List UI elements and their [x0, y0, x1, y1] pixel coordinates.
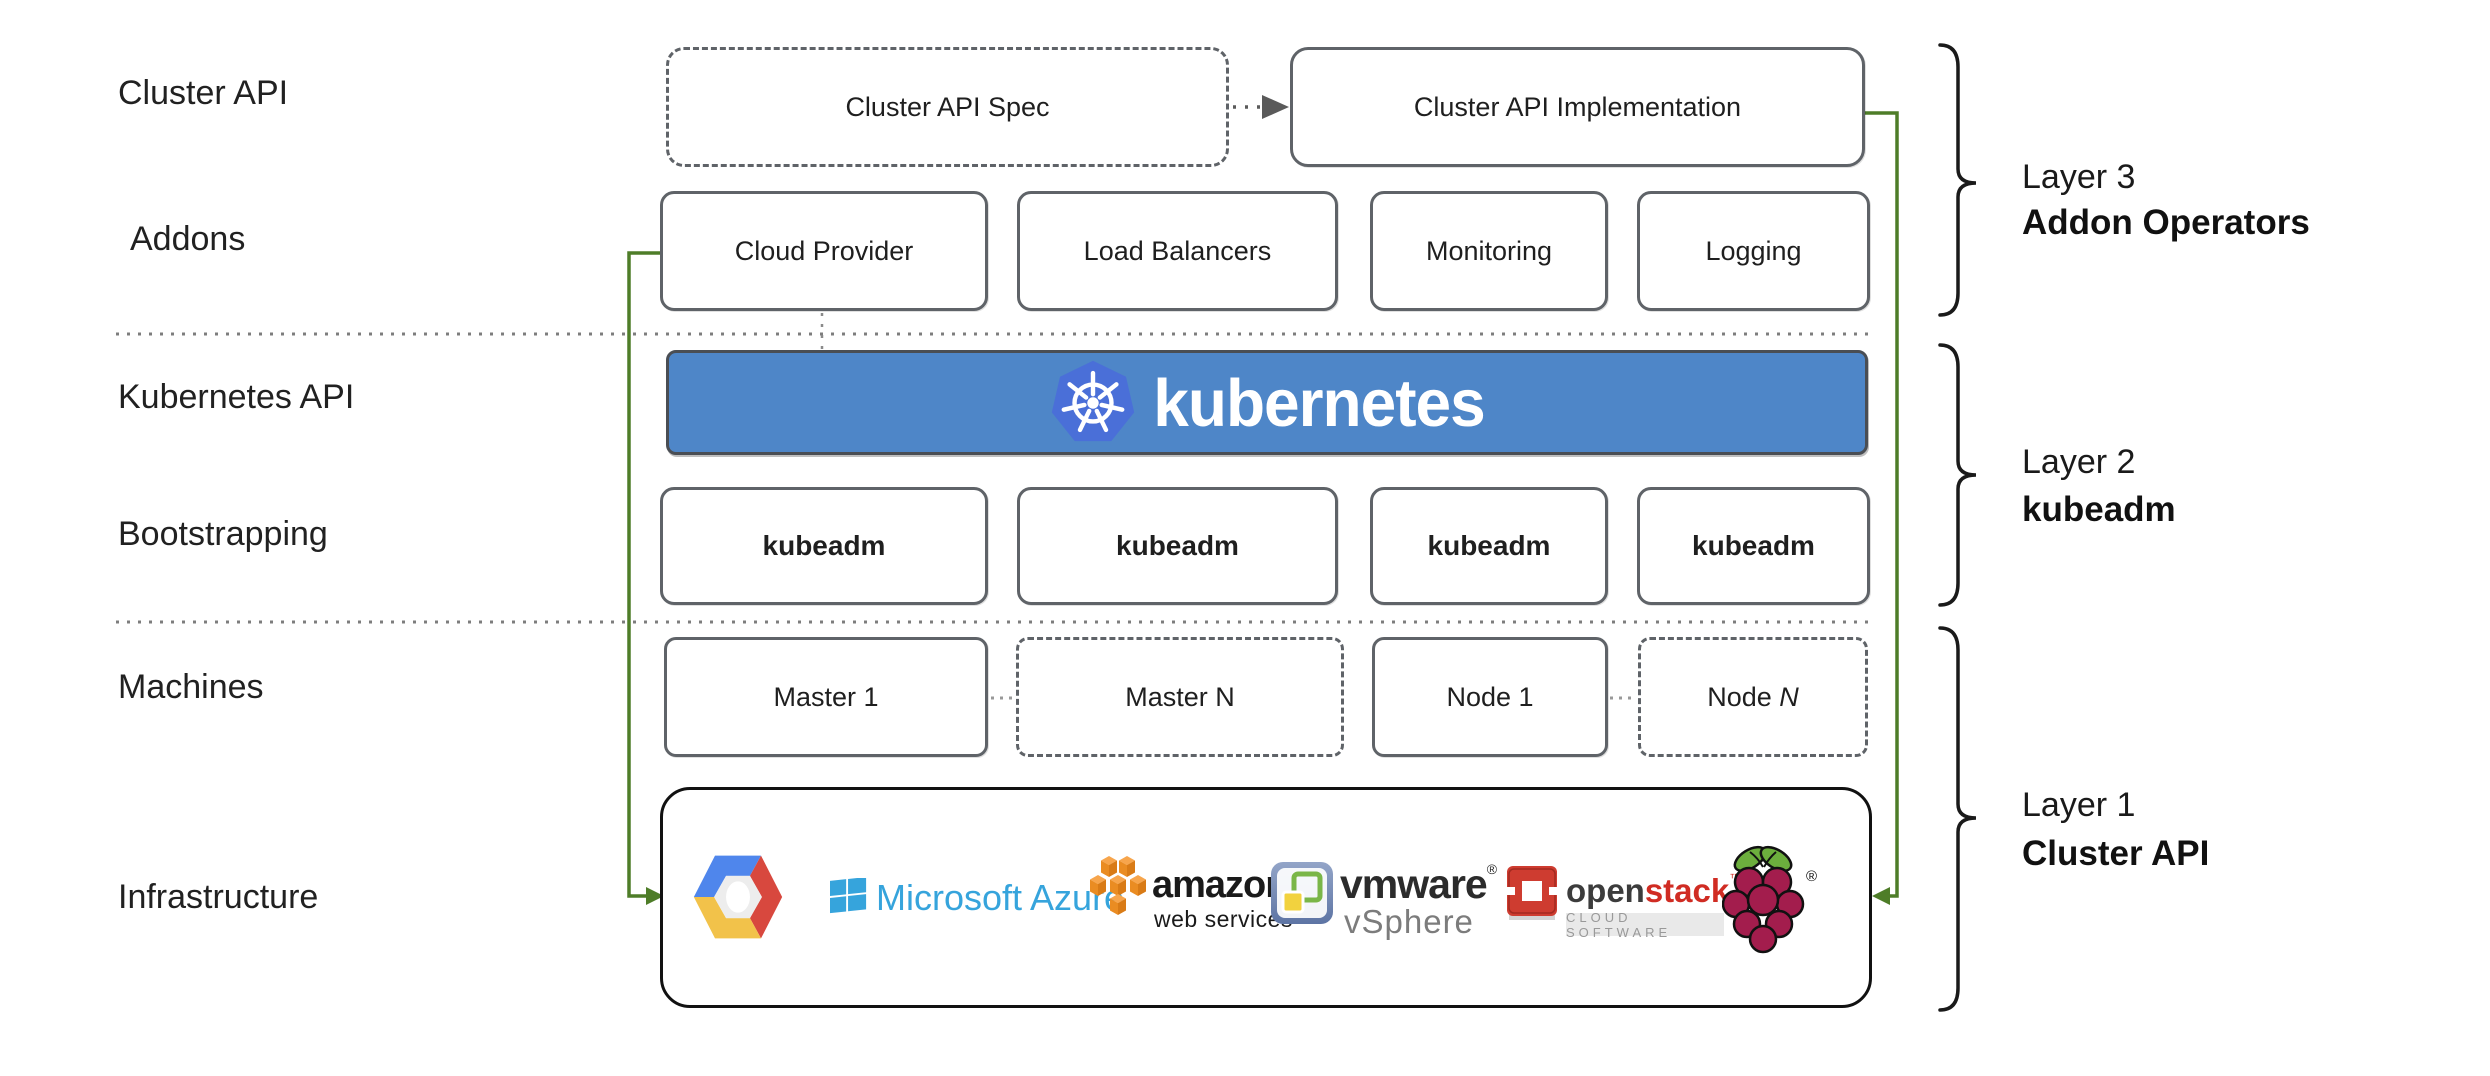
green-arrow-left-line [627, 251, 660, 898]
kubeadm-label-3: kubeadm [1427, 530, 1551, 561]
kubeadm-label-4: kubeadm [1692, 530, 1815, 561]
monitoring-label: Monitoring [1425, 235, 1553, 266]
kubeadm-label-1: kubeadm [762, 530, 886, 561]
google-cloud-icon [693, 855, 783, 939]
layer3-title: Layer 3 [2022, 158, 2136, 196]
kubeadm-box-1: kubeadm [660, 487, 988, 605]
raspberry-pi-registered-mark: ® [1806, 868, 1818, 885]
cluster-api-implementation-box: Cluster API Implementation [1290, 47, 1865, 167]
logging-label: Logging [1705, 235, 1802, 266]
load-balancers-label: Load Balancers [1083, 235, 1272, 266]
raspberry-pi-icon [1722, 845, 1805, 954]
master1-label: Master 1 [773, 681, 879, 712]
openstack-wordmark: openstack™ [1566, 872, 1741, 907]
layer1-subtitle: Cluster API [2022, 834, 2210, 873]
layer1-title: Layer 1 [2022, 786, 2136, 824]
nodeN-label-main: Node [1707, 681, 1780, 712]
kubeadm-box-3: kubeadm [1370, 487, 1608, 605]
aws-cubes-icon [1090, 856, 1146, 915]
openstack-stack-text: stack [1644, 872, 1730, 909]
kubeadm-label-2: kubeadm [1116, 530, 1239, 561]
addon-box-load-balancers: Load Balancers [1017, 191, 1338, 311]
microsoft-azure-wordmark: Microsoft Azure [876, 877, 1125, 918]
nodeN-label-italic-n: N [1779, 681, 1799, 712]
addon-box-monitoring: Monitoring [1370, 191, 1608, 311]
row-label-bootstrapping: Bootstrapping [118, 515, 328, 553]
infrastructure-box [660, 787, 1872, 1008]
nodeN-label: Node N [1707, 682, 1799, 713]
vmware-vsphere-icon [1271, 862, 1333, 924]
openstack-icon [1506, 866, 1558, 920]
amazon-wordmark: amazon [1152, 864, 1288, 906]
machine-box-nodeN: Node N [1638, 637, 1868, 757]
green-arrow-right-head [1872, 887, 1890, 905]
layer2-subtitle: kubeadm [2022, 490, 2176, 529]
row-label-cluster-api: Cluster API [118, 74, 289, 112]
layer2-brace [1938, 343, 1977, 607]
vmware-wordmark: vmware® [1340, 861, 1497, 907]
vsphere-label: vSphere [1344, 903, 1474, 940]
node1-label: Node 1 [1446, 681, 1534, 712]
kubernetes-banner: kubernetes [666, 350, 1868, 455]
machine-box-masterN: Master N [1016, 637, 1344, 757]
kubernetes-logo-icon [1052, 360, 1135, 441]
row-label-infrastructure: Infrastructure [118, 878, 319, 916]
addon-box-cloud-provider: Cloud Provider [660, 191, 988, 311]
machine-box-node1: Node 1 [1372, 637, 1608, 757]
kubeadm-box-4: kubeadm [1637, 487, 1870, 605]
addon-box-logging: Logging [1637, 191, 1870, 311]
row-label-kubernetes-api: Kubernetes API [118, 378, 355, 416]
row-label-addons: Addons [130, 220, 246, 258]
layer1-brace [1938, 626, 1977, 1012]
row-label-machines: Machines [118, 668, 264, 706]
openstack-open-text: open [1566, 872, 1645, 909]
amazon-web-services-label: web services [1154, 906, 1293, 932]
cloud-provider-label: Cloud Provider [734, 235, 914, 266]
layer3-subtitle: Addon Operators [2022, 203, 2310, 242]
masterN-label: Master N [1125, 681, 1235, 712]
layer3-brace [1938, 43, 1977, 317]
vmware-registered-mark: ® [1486, 861, 1497, 877]
cluster-api-spec-label: Cluster API Spec [845, 91, 1050, 122]
openstack-wordmark-group: openstack™ CLOUD SOFTWARE [1566, 872, 1741, 940]
machine-box-master1: Master 1 [664, 637, 988, 757]
kubeadm-box-2: kubeadm [1017, 487, 1338, 605]
cluster-api-spec-box: Cluster API Spec [666, 47, 1229, 167]
openstack-cloud-software-label: CLOUD SOFTWARE [1566, 910, 1724, 940]
kubernetes-wordmark: kubernetes [1153, 364, 1485, 441]
cluster-api-implementation-label: Cluster API Implementation [1413, 91, 1742, 122]
layer2-title: Layer 2 [2022, 443, 2136, 481]
spec-to-implementation-arrowhead [1262, 95, 1289, 119]
vmware-wordmark-text: vmware [1340, 861, 1488, 907]
microsoft-azure-icon [830, 878, 867, 914]
